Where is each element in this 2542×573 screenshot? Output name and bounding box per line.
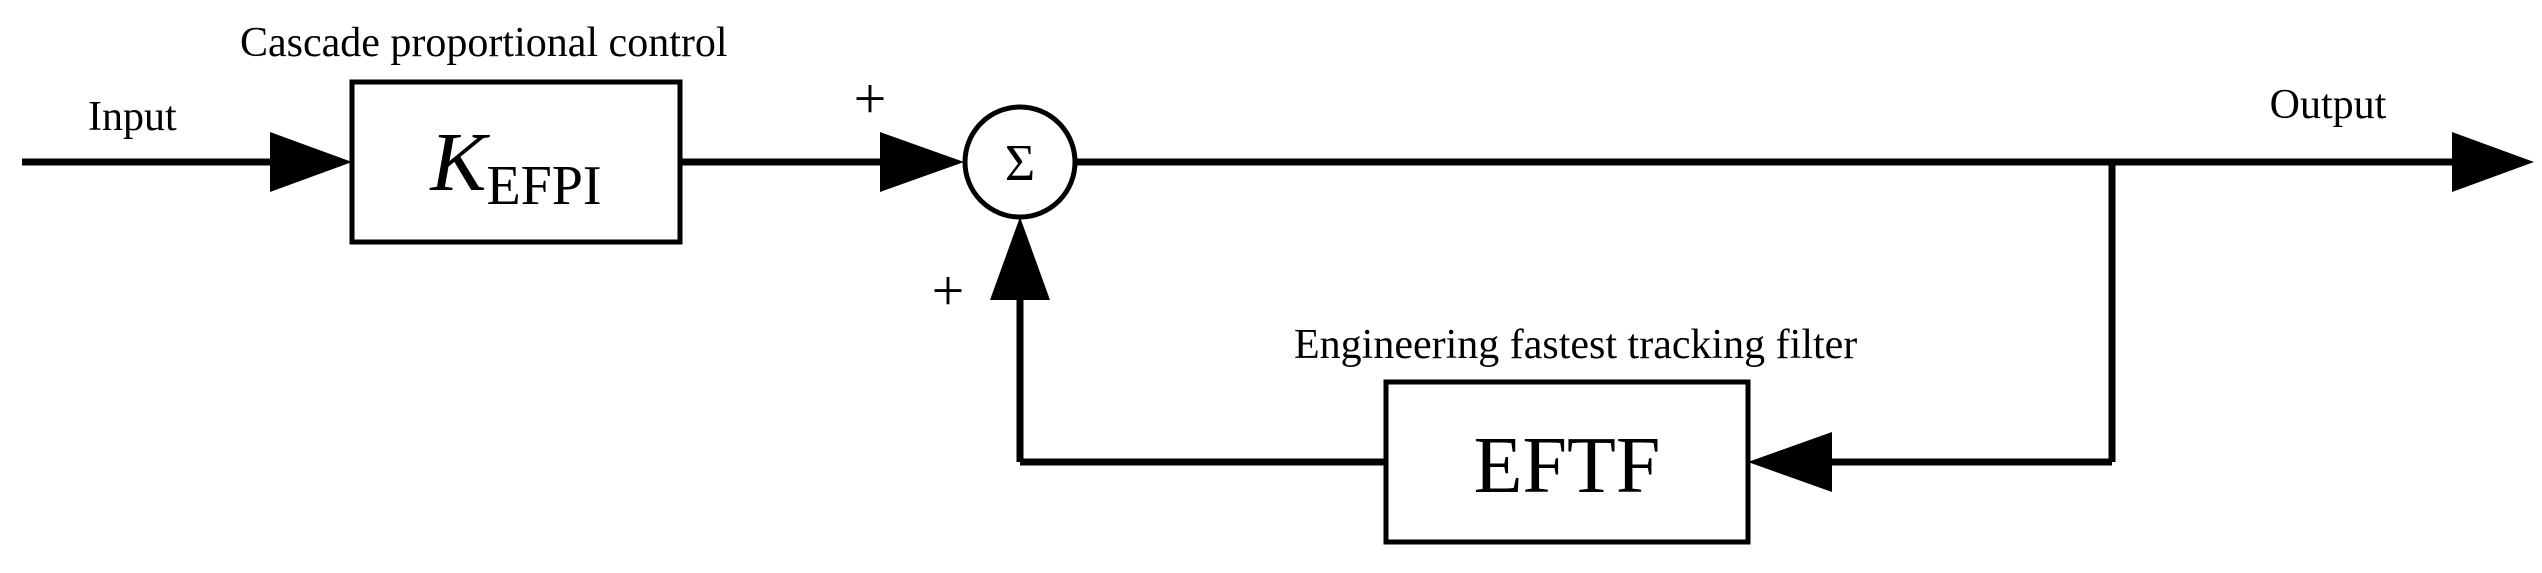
filter-caption: Engineering fastest tracking filter (1294, 322, 1857, 368)
output-arrowhead (2452, 132, 2534, 192)
input-arrowhead (270, 132, 352, 192)
gain-symbol: K (429, 116, 490, 209)
input-label: Input (88, 94, 177, 140)
cascade-caption: Cascade proportional control (240, 20, 728, 66)
plus-sign-left: + (932, 258, 965, 323)
plus-sign-top: + (854, 66, 887, 131)
sum-input-arrowhead (880, 132, 964, 192)
sigma-symbol: Σ (1005, 135, 1035, 192)
gain-subscript: EFPI (486, 155, 601, 217)
filter-input-arrowhead (1748, 432, 1832, 492)
output-label: Output (2270, 82, 2387, 128)
eftf-label: EFTF (1474, 422, 1661, 510)
gain-block-label: KEFPI (429, 116, 601, 217)
sum-feedback-arrowhead (990, 217, 1050, 300)
